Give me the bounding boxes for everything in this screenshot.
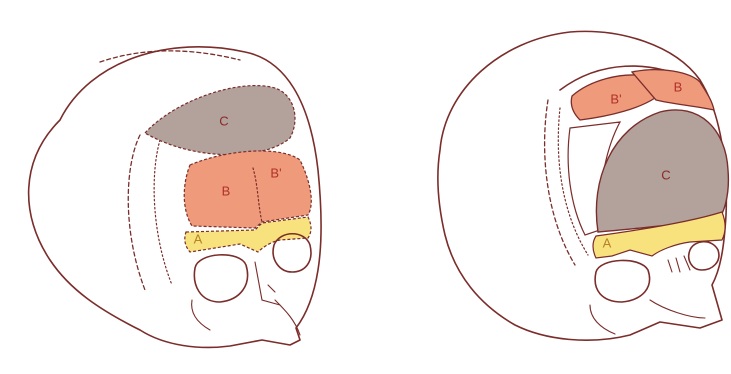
right-orbit-left (595, 260, 649, 302)
right-label-b-prime: B' (610, 91, 621, 106)
right-zygoma (590, 305, 615, 334)
right-orbit-right (689, 242, 719, 270)
right-skull: B' B C A (438, 31, 728, 340)
left-skull-suture (100, 51, 240, 62)
left-label-c: C (219, 113, 228, 128)
left-region-b (184, 151, 311, 228)
right-label-c: C (661, 167, 670, 182)
right-label-a: A (603, 235, 612, 250)
left-zygoma (192, 300, 210, 330)
left-skull: C B B' A (29, 47, 321, 348)
right-label-b: B (674, 79, 683, 94)
right-maxilla (650, 300, 705, 318)
left-skull-temporal-line-inner (154, 140, 172, 285)
left-skull-temporal-line (128, 135, 145, 290)
left-nasal (255, 262, 280, 305)
left-label-a: A (194, 231, 203, 246)
left-label-b: B (222, 183, 231, 198)
left-label-b-prime: B' (270, 165, 281, 180)
right-nasal (668, 256, 690, 272)
left-orbit-left (194, 255, 247, 302)
